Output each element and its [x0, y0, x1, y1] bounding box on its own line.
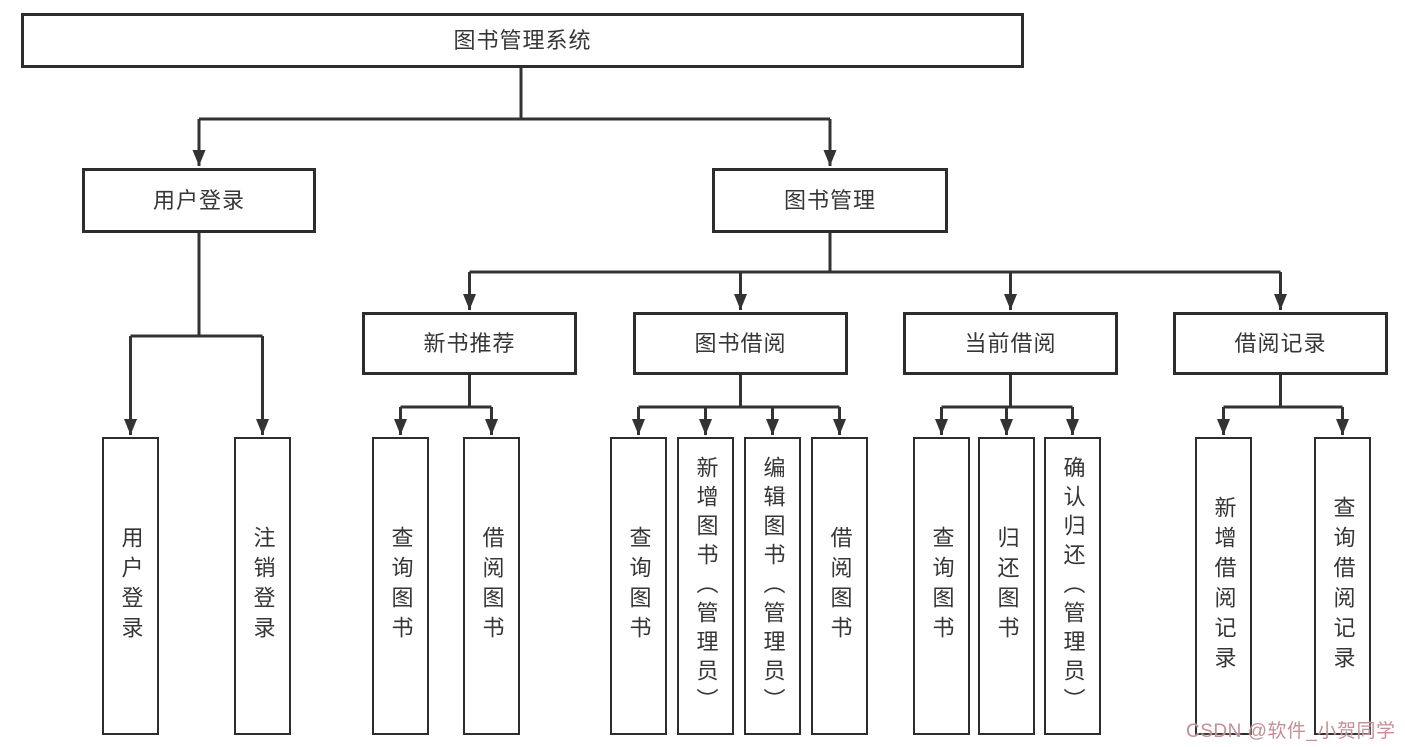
node-book-borrow: 图书借阅 [633, 312, 848, 375]
node-return-books: 归还图书 [978, 437, 1035, 735]
node-borrow-books: 借阅图书 [811, 437, 868, 735]
node-user-login-action: 用户登录 [102, 437, 159, 735]
node-logout-action: 注销登录 [234, 437, 291, 735]
node-query-borrow-record: 查询借阅记录 [1314, 437, 1371, 735]
node-edit-books-admin: 编辑图书（管理员） [744, 437, 801, 735]
node-add-books-admin: 新增图书（管理员） [677, 437, 734, 735]
node-add-borrow-record: 新增借阅记录 [1195, 437, 1252, 735]
node-confirm-return-admin: 确认归还（管理员） [1044, 437, 1101, 735]
node-query-books-recommend: 查询图书 [372, 437, 429, 735]
node-root-system: 图书管理系统 [21, 13, 1024, 68]
node-new-book-recommend: 新书推荐 [362, 312, 577, 375]
node-borrow-record: 借阅记录 [1173, 312, 1388, 375]
node-query-books-current: 查询图书 [913, 437, 970, 735]
node-user-login: 用户登录 [82, 168, 316, 233]
node-current-borrow: 当前借阅 [903, 312, 1118, 375]
csdn-watermark: CSDN @软件_小贺同学 [1186, 721, 1396, 742]
node-query-books-borrow: 查询图书 [610, 437, 667, 735]
node-borrow-books-recommend: 借阅图书 [463, 437, 520, 735]
node-book-management: 图书管理 [712, 168, 948, 233]
connector-segment [130, 67, 1343, 409]
